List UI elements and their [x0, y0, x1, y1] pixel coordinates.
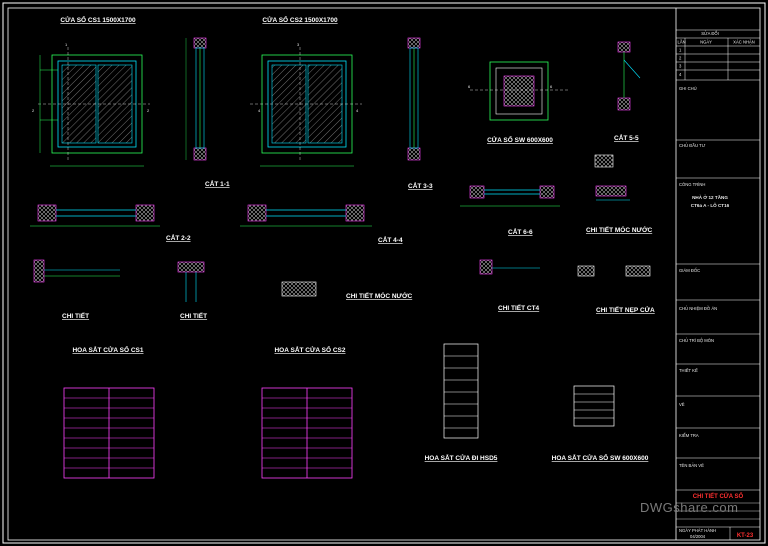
chu-nhiem-label: CHỦ NHIỆM ĐỒ ÁN [679, 306, 717, 311]
svg-text:6: 6 [468, 84, 471, 89]
detail-a: CHI TIẾT [33, 259, 120, 320]
window-cs2-title: CỬA SỔ CS2 1500X1700 [262, 15, 338, 24]
project-name-2: CT6a A - LÔ CT16 [691, 201, 730, 208]
grille-door-title: HOA SẮT CỬA ĐI HSD5 [425, 453, 498, 462]
section-5-5-title: CẮT 5-5 [614, 133, 639, 142]
window-sw-elevation: 6 6 CỬA SỔ SW 600X600 [468, 61, 570, 144]
window-cs1-elevation: CỬA SỔ CS1 1500X1700 1 2 2 [32, 15, 150, 167]
rev-row-2: 2 [679, 56, 682, 61]
chu-dau-tu-label: CHỦ ĐẦU TƯ [679, 143, 706, 148]
ve-label: VẼ [679, 402, 685, 407]
svg-text:3: 3 [297, 42, 300, 47]
sheet-title: CHI TIẾT CỬA SỔ [693, 493, 744, 500]
section-1-1: CẮT 1-1 [185, 37, 230, 188]
detail-drip-top-title: CHI TIẾT MÓC NƯỚC [586, 224, 652, 234]
section-6-6: CẮT 6-6 [460, 185, 560, 236]
thiet-ke-label: THIẾT KẾ [679, 368, 698, 373]
section-3-3: CẮT 3-3 [407, 37, 433, 190]
rev-row-4: 4 [679, 72, 682, 77]
window-cs2-elevation: CỬA SỔ CS2 1500X1700 3 4 4 [250, 15, 362, 167]
detail-nep: CHI TIẾT NẸP CỬA [577, 265, 655, 314]
watermark: DWGshare.com [640, 500, 738, 515]
grille-sw-title: HOA SẮT CỬA SỔ SW 600X600 [552, 453, 649, 462]
chu-tri-label: CHỦ TRÌ BỘ MÔN [679, 338, 714, 343]
col-ngay: NGÀY [700, 40, 712, 45]
date-value: 04/2004 [690, 534, 706, 539]
detail-ct4: CHI TIẾT CT4 [479, 259, 540, 312]
col-xac-nhan: XÁC NHẬN [733, 40, 755, 45]
window-sw-title: CỬA SỔ SW 600X600 [487, 135, 553, 144]
revision-header: SỬA ĐỔI [701, 31, 719, 36]
grille-cs2-title: HOA SẮT CỬA SỔ CS2 [274, 345, 345, 354]
cong-trinh-label: CÔNG TRÌNH [679, 182, 705, 187]
section-4-4-title: CẮT 4-4 [378, 235, 403, 244]
ghi-chu-label: GHI CHÚ [679, 86, 697, 91]
detail-drip-mid: CHI TIẾT MÓC NƯỚC [281, 281, 412, 300]
section-4-4: CẮT 4-4 [240, 204, 403, 244]
grille-cs2: HOA SẮT CỬA SỔ CS2 [261, 345, 353, 479]
rev-row-1: 1 [679, 48, 682, 53]
section-3-3-title: CẮT 3-3 [408, 181, 433, 190]
detail-b-title: CHI TIẾT [180, 310, 207, 320]
window-cs1-title: CỬA SỔ CS1 1500X1700 [60, 15, 136, 24]
svg-text:4: 4 [258, 108, 261, 113]
svg-text:2: 2 [147, 108, 150, 113]
section-2-2: CẮT 2-2 [30, 204, 191, 242]
detail-b: CHI TIẾT [177, 261, 207, 320]
svg-text:1: 1 [65, 42, 68, 47]
grille-door: HOA SẮT CỬA ĐI HSD5 [425, 343, 498, 462]
project-name-1: NHÀ Ở 12 TẦNG [692, 194, 728, 200]
kiem-tra-label: KIỂM TRA [679, 433, 699, 438]
ten-ban-ve-label: TÊN BẢN VẼ [679, 463, 704, 468]
section-5-5: CẮT 5-5 [614, 41, 641, 142]
col-lan: LẦN [678, 40, 686, 45]
ngay-phat-hanh-label: NGÀY PHÁT HÀNH [679, 528, 716, 533]
detail-nep-title: CHI TIẾT NẸP CỬA [596, 304, 655, 314]
detail-ct4-title: CHI TIẾT CT4 [498, 302, 540, 312]
detail-drip-mid-title: CHI TIẾT MÓC NƯỚC [346, 290, 412, 300]
svg-text:6: 6 [550, 84, 553, 89]
inner-frame [7, 7, 761, 541]
sheet-number: KT-23 [737, 533, 754, 539]
detail-a-title: CHI TIẾT [62, 310, 89, 320]
grille-sw: HOA SẮT CỬA SỔ SW 600X600 [552, 385, 649, 462]
grille-cs1-title: HOA SẮT CỬA SỔ CS1 [72, 345, 143, 354]
section-2-2-title: CẮT 2-2 [166, 233, 191, 242]
svg-text:4: 4 [356, 108, 359, 113]
grille-cs1: HOA SẮT CỬA SỔ CS1 [63, 345, 155, 479]
section-1-1-title: CẮT 1-1 [205, 179, 230, 188]
svg-text:2: 2 [32, 108, 35, 113]
section-6-6-title: CẮT 6-6 [508, 227, 533, 236]
rev-row-3: 3 [679, 64, 682, 69]
title-block: SỬA ĐỔI LẦN NGÀY XÁC NHẬN 1 2 3 4 GHI CH… [675, 8, 760, 540]
detail-drip-top: CHI TIẾT MÓC NƯỚC [586, 154, 652, 234]
giam-doc-label: GIÁM ĐỐC [679, 268, 700, 273]
